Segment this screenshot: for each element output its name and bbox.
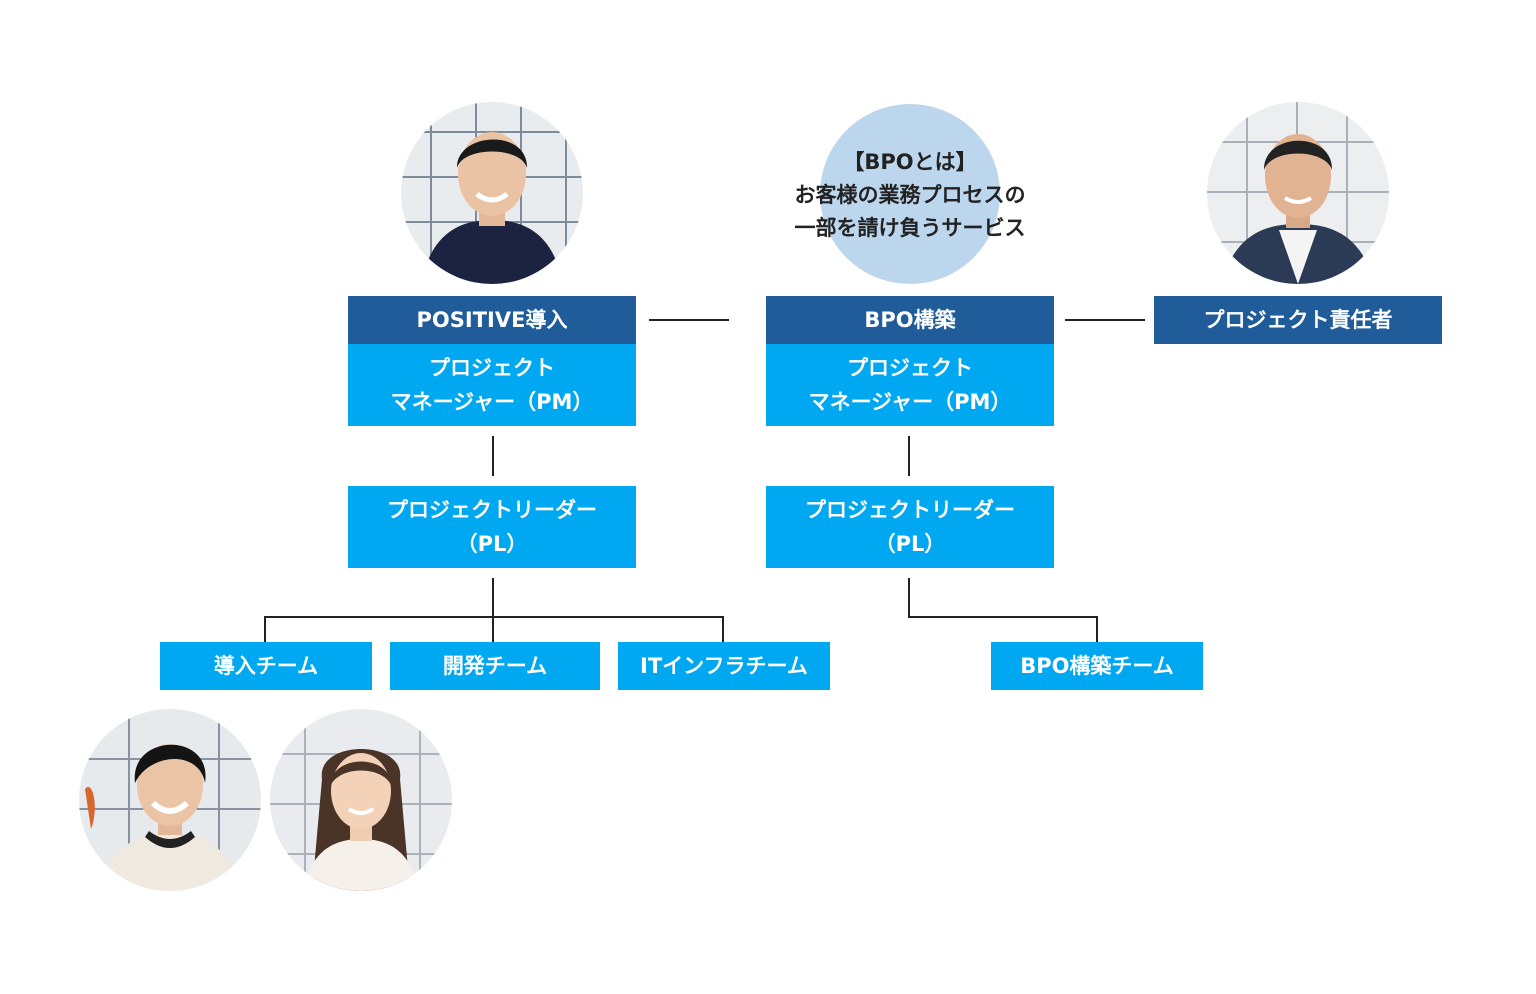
- bpo-header-box: BPO構築: [766, 296, 1054, 344]
- team-label-intro: 導入チーム: [213, 654, 319, 678]
- bpo-note-line-3: 一部を請け負うサービス: [794, 216, 1026, 240]
- bpo-pl-box: プロジェクトリーダー （PL）: [766, 486, 1054, 568]
- connector: [908, 616, 1098, 618]
- bpo-pl-line-2: （PL）: [874, 532, 946, 556]
- connector: [908, 436, 910, 476]
- connector: [492, 436, 494, 476]
- bpo-note-line-2: お客様の業務プロセスの: [794, 183, 1026, 207]
- bpo-pm-line-1: プロジェクト: [847, 356, 973, 380]
- bpo-definition-text: 【BPOとは】 お客様の業務プロセスの 一部を請け負うサービス: [760, 146, 1060, 245]
- executive-label: プロジェクト責任者: [1203, 308, 1393, 332]
- team-member-photo-2: [270, 709, 452, 891]
- team-box-intro: 導入チーム: [160, 642, 372, 690]
- connector: [649, 319, 729, 321]
- right-executive-photo: [1207, 102, 1389, 284]
- connector: [1096, 616, 1098, 642]
- bpo-pm-line-2: マネージャー（PM）: [808, 390, 1012, 414]
- team-label-it-infra: ITインフラチーム: [640, 654, 808, 678]
- connector: [492, 578, 494, 642]
- connector: [1065, 319, 1145, 321]
- connector: [722, 616, 724, 642]
- team-box-dev: 開発チーム: [390, 642, 600, 690]
- positive-pl-line-1: プロジェクトリーダー: [387, 498, 597, 522]
- team-label-dev: 開発チーム: [442, 654, 548, 678]
- left-pm-photo: [401, 102, 583, 284]
- connector: [264, 616, 724, 618]
- positive-header-box: POSITIVE導入: [348, 296, 636, 344]
- team-label-bpo: BPO構築チーム: [1020, 654, 1174, 678]
- team-member-photo-1: [79, 709, 261, 891]
- connector: [264, 616, 266, 642]
- positive-pm-box: プロジェクト マネージャー（PM）: [348, 344, 636, 426]
- bpo-note-title: 【BPOとは】: [843, 150, 977, 174]
- positive-header-label: POSITIVE導入: [416, 308, 568, 332]
- positive-pl-box: プロジェクトリーダー （PL）: [348, 486, 636, 568]
- executive-box: プロジェクト責任者: [1154, 296, 1442, 344]
- connector: [908, 578, 910, 618]
- bpo-pl-line-1: プロジェクトリーダー: [805, 498, 1015, 522]
- positive-pm-line-2: マネージャー（PM）: [390, 390, 594, 414]
- positive-pl-line-2: （PL）: [456, 532, 528, 556]
- bpo-definition-circle: [820, 104, 1000, 284]
- team-box-bpo: BPO構築チーム: [991, 642, 1203, 690]
- positive-pm-line-1: プロジェクト: [429, 356, 555, 380]
- team-box-it-infra: ITインフラチーム: [618, 642, 830, 690]
- bpo-pm-box: プロジェクト マネージャー（PM）: [766, 344, 1054, 426]
- bpo-header-label: BPO構築: [864, 308, 956, 332]
